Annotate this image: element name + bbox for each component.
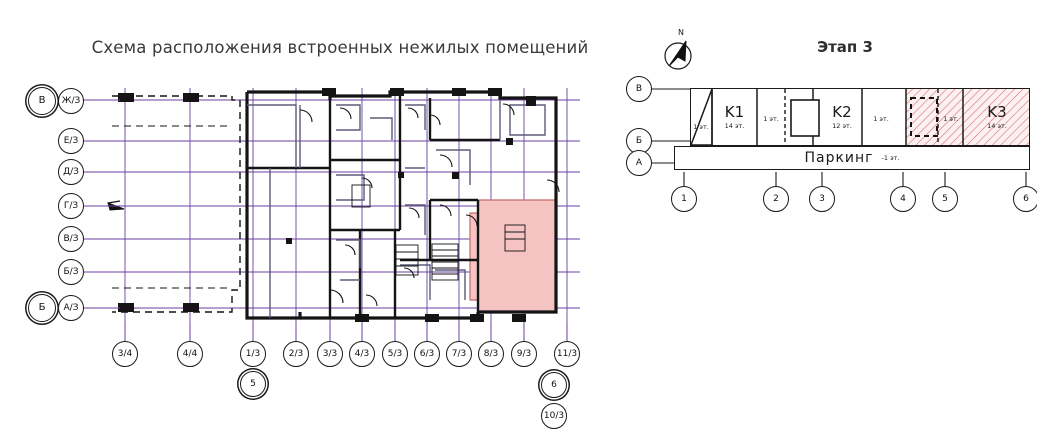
axis-bubble-h-5[interactable]: 4/3: [349, 341, 375, 367]
axis-bubble-h-4[interactable]: 3/3: [317, 341, 343, 367]
structural-columns: [286, 88, 536, 322]
building-outline: [245, 90, 558, 320]
axis-bubble-outer-v-0[interactable]: В: [28, 87, 56, 115]
parking-floors: -1 эт.: [881, 154, 900, 162]
partition-walls: [247, 100, 546, 318]
left-dashed-zone: [112, 95, 241, 313]
stage-col-bubble-3[interactable]: 3: [809, 186, 835, 212]
column-markers: [118, 93, 199, 312]
stage-block-k1-floors: 14 эт.: [724, 121, 745, 130]
axis-bubble-h-11-below[interactable]: 6: [541, 372, 567, 398]
axis-bubble-v-5[interactable]: Б/З: [58, 259, 84, 285]
axis-bubble-h-11[interactable]: 11/3: [554, 341, 580, 367]
axis-bubble-v-4[interactable]: В/З: [58, 226, 84, 252]
stage-block-k2[interactable]: K2 12 эт.: [821, 89, 863, 145]
stage-row-bubble-b[interactable]: Б: [626, 128, 652, 154]
grid-pointer-arrow: [107, 200, 125, 211]
highlighted-premises-shape: [469, 199, 557, 313]
parking-block[interactable]: Паркинг -1 эт.: [674, 146, 1030, 170]
axis-bubble-outer-v-6[interactable]: Б: [28, 294, 56, 322]
stage-col-bubble-4[interactable]: 4: [890, 186, 916, 212]
axis-leader-lines: [82, 99, 120, 309]
axis-bubble-v-2[interactable]: Д/З: [58, 159, 84, 185]
stage-block-link2[interactable]: 1 эт.: [866, 106, 896, 132]
axis-bubble-h-10[interactable]: 9/3: [511, 341, 537, 367]
axis-bubble-h-0[interactable]: 3/4: [112, 341, 138, 367]
interior-walls: [247, 92, 500, 318]
stage-block-k2-floors: 12 эт.: [832, 121, 852, 130]
axis-bubble-v-6[interactable]: А/З: [58, 295, 84, 321]
stage-row-bubble-v[interactable]: В: [626, 76, 652, 102]
stage-block-k3-label: K3: [987, 102, 1007, 121]
stage-col-bubble-2[interactable]: 2: [763, 186, 789, 212]
compass-north-label: N: [678, 28, 684, 37]
stage-block-k1-label: K1: [724, 102, 745, 121]
stage-col-bubble-5[interactable]: 5: [932, 186, 958, 212]
stage-block-link1-floors: 1 эт.: [763, 114, 779, 123]
stage-block-link3-floors: 1 эт.: [943, 114, 959, 123]
stage-block-wedge-floors: 1 эт.: [693, 122, 709, 131]
stage-block-link1[interactable]: 1 эт.: [757, 106, 785, 132]
stage-block-k2-label: K2: [832, 102, 852, 121]
axis-bubble-h-7[interactable]: 6/3: [414, 341, 440, 367]
structural-grid-lines: [92, 88, 580, 330]
axis-leader-lines-bottom: [124, 322, 568, 342]
axis-bubble-h-3[interactable]: 2/3: [283, 341, 309, 367]
stage-row-bubble-a[interactable]: А: [626, 150, 652, 176]
stage-title: Этап 3: [817, 38, 873, 56]
axis-bubble-h-8[interactable]: 7/3: [446, 341, 472, 367]
stage-block-link2-floors: 1 эт.: [873, 114, 889, 123]
axis-bubble-v-0[interactable]: Ж/З: [58, 88, 84, 114]
stage-col-bubble-1[interactable]: 1: [671, 186, 697, 212]
axis-bubble-h-11-below2[interactable]: 10/3: [541, 403, 567, 429]
parking-label: Паркинг: [804, 150, 874, 166]
axis-bubble-h-9[interactable]: 8/3: [478, 341, 504, 367]
stage-block-link3[interactable]: 1 эт.: [938, 106, 964, 132]
stair-shafts: [351, 184, 526, 281]
page-title: Схема расположения встроенных нежилых по…: [91, 38, 589, 57]
door-swings: [299, 103, 560, 307]
stage-block-wedge[interactable]: 1 эт.: [688, 110, 714, 144]
stage-block-k1[interactable]: K1 14 эт.: [712, 89, 757, 145]
axis-bubble-v-1[interactable]: Е/З: [58, 128, 84, 154]
north-arrow-icon: N: [656, 28, 702, 78]
axis-bubble-h-2-below[interactable]: 5: [240, 371, 266, 397]
stage-col-bubble-6[interactable]: 6: [1013, 186, 1037, 212]
stage-block-k3[interactable]: K3 14 эт.: [968, 89, 1026, 145]
axis-bubble-h-1[interactable]: 4/4: [177, 341, 203, 367]
stage-block-k3-floors: 14 эт.: [987, 121, 1007, 130]
axis-bubble-v-3[interactable]: Г/З: [58, 193, 84, 219]
axis-bubble-h-6[interactable]: 5/3: [382, 341, 408, 367]
axis-bubble-h-2[interactable]: 1/3: [240, 341, 266, 367]
